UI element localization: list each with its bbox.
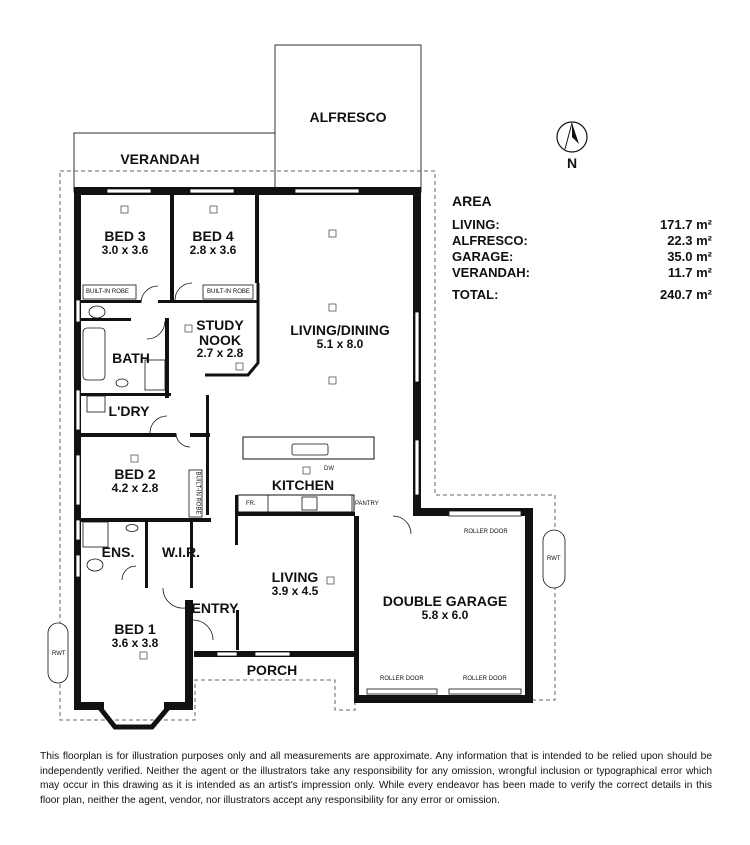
room-name: BED 2 <box>114 466 156 482</box>
room-name: BED 3 <box>104 228 146 244</box>
room-size: 5.8 x 6.0 <box>421 607 469 622</box>
room-alfresco: ALFRESCO <box>300 110 396 125</box>
area-row-total: TOTAL:240.7 m² <box>452 287 712 302</box>
room-bath: BATH <box>108 351 154 366</box>
room-name: ENS. <box>101 544 135 560</box>
door-swings <box>121 282 412 641</box>
room-wir: W.I.R. <box>156 545 206 560</box>
room-size: 4.2 x 2.8 <box>111 480 159 495</box>
built-in-robe-bed4-label: BUILT-IN ROBE <box>207 289 250 295</box>
area-row-garage: GARAGE:35.0 m² <box>452 249 712 264</box>
roller-door-rear-label: ROLLER DOOR <box>464 529 508 535</box>
boundary-dashed-line <box>59 170 556 721</box>
area-title: AREA <box>452 193 492 209</box>
room-name: KITCHEN <box>271 477 335 493</box>
room-size: 2.8 x 3.6 <box>189 242 237 257</box>
rwt-tank-left <box>47 622 69 684</box>
roller-door-front-right-label: ROLLER DOOR <box>463 676 507 682</box>
interior-walls <box>81 193 355 650</box>
rwt-tank-right <box>542 529 566 589</box>
room-laundry: L'DRY <box>106 404 152 419</box>
room-entry: ENTRY <box>190 601 240 616</box>
room-name: BATH <box>112 350 150 366</box>
room-name: DOUBLE GARAGE <box>382 593 508 609</box>
north-label: N <box>566 155 578 171</box>
rwt-right-label: RWT <box>547 556 561 562</box>
room-size: 5.1 x 8.0 <box>316 336 364 351</box>
room-ensuite: ENS. <box>96 545 140 560</box>
room-verandah: VERANDAH <box>120 152 200 167</box>
roller-door-front-left-label: ROLLER DOOR <box>380 676 424 682</box>
pantry-label: PANTRY <box>355 501 379 507</box>
room-name: W.I.R. <box>161 544 201 560</box>
area-summary: AREA LIVING:171.7 m² ALFRESCO:22.3 m² GA… <box>452 193 712 303</box>
compass-circle <box>556 121 588 153</box>
room-name: LIVING/DINING <box>290 322 390 338</box>
room-kitchen: KITCHEN <box>266 478 340 493</box>
room-size: 2.7 x 2.8 <box>196 346 244 361</box>
built-in-robe-bed2-label: BUILT-IN ROBE <box>194 471 201 515</box>
fridge-label: FR. <box>246 501 256 507</box>
dishwasher-label: DW <box>324 466 334 472</box>
room-size: 3.9 x 4.5 <box>271 583 319 598</box>
room-name: VERANDAH <box>120 151 200 167</box>
light-fixtures <box>120 205 337 660</box>
windows <box>75 188 420 657</box>
room-name: ALFRESCO <box>309 109 387 125</box>
roller-doors <box>366 510 522 695</box>
area-row-alfresco: ALFRESCO:22.3 m² <box>452 233 712 248</box>
room-name: BED 4 <box>192 228 234 244</box>
room-porch: PORCH <box>240 663 304 678</box>
room-name-line2: NOOK <box>199 331 241 348</box>
room-name: LIVING <box>271 569 319 585</box>
rwt-left-label: RWT <box>52 651 66 657</box>
room-name: BED 1 <box>114 621 156 637</box>
room-name-line1: STUDY <box>196 317 244 333</box>
disclaimer-text: This floorplan is for illustration purpo… <box>40 751 712 806</box>
room-size: 3.0 x 3.6 <box>101 242 149 257</box>
room-name: ENTRY <box>191 600 239 616</box>
north-compass: N <box>555 121 589 171</box>
area-row-living: LIVING:171.7 m² <box>452 217 712 232</box>
area-row-verandah: VERANDAH:11.7 m² <box>452 265 712 280</box>
built-in-robe-bed3-label: BUILT-IN ROBE <box>86 289 129 295</box>
room-size: 3.6 x 3.8 <box>111 635 159 650</box>
room-name: PORCH <box>246 662 298 678</box>
room-name: L'DRY <box>108 403 150 419</box>
